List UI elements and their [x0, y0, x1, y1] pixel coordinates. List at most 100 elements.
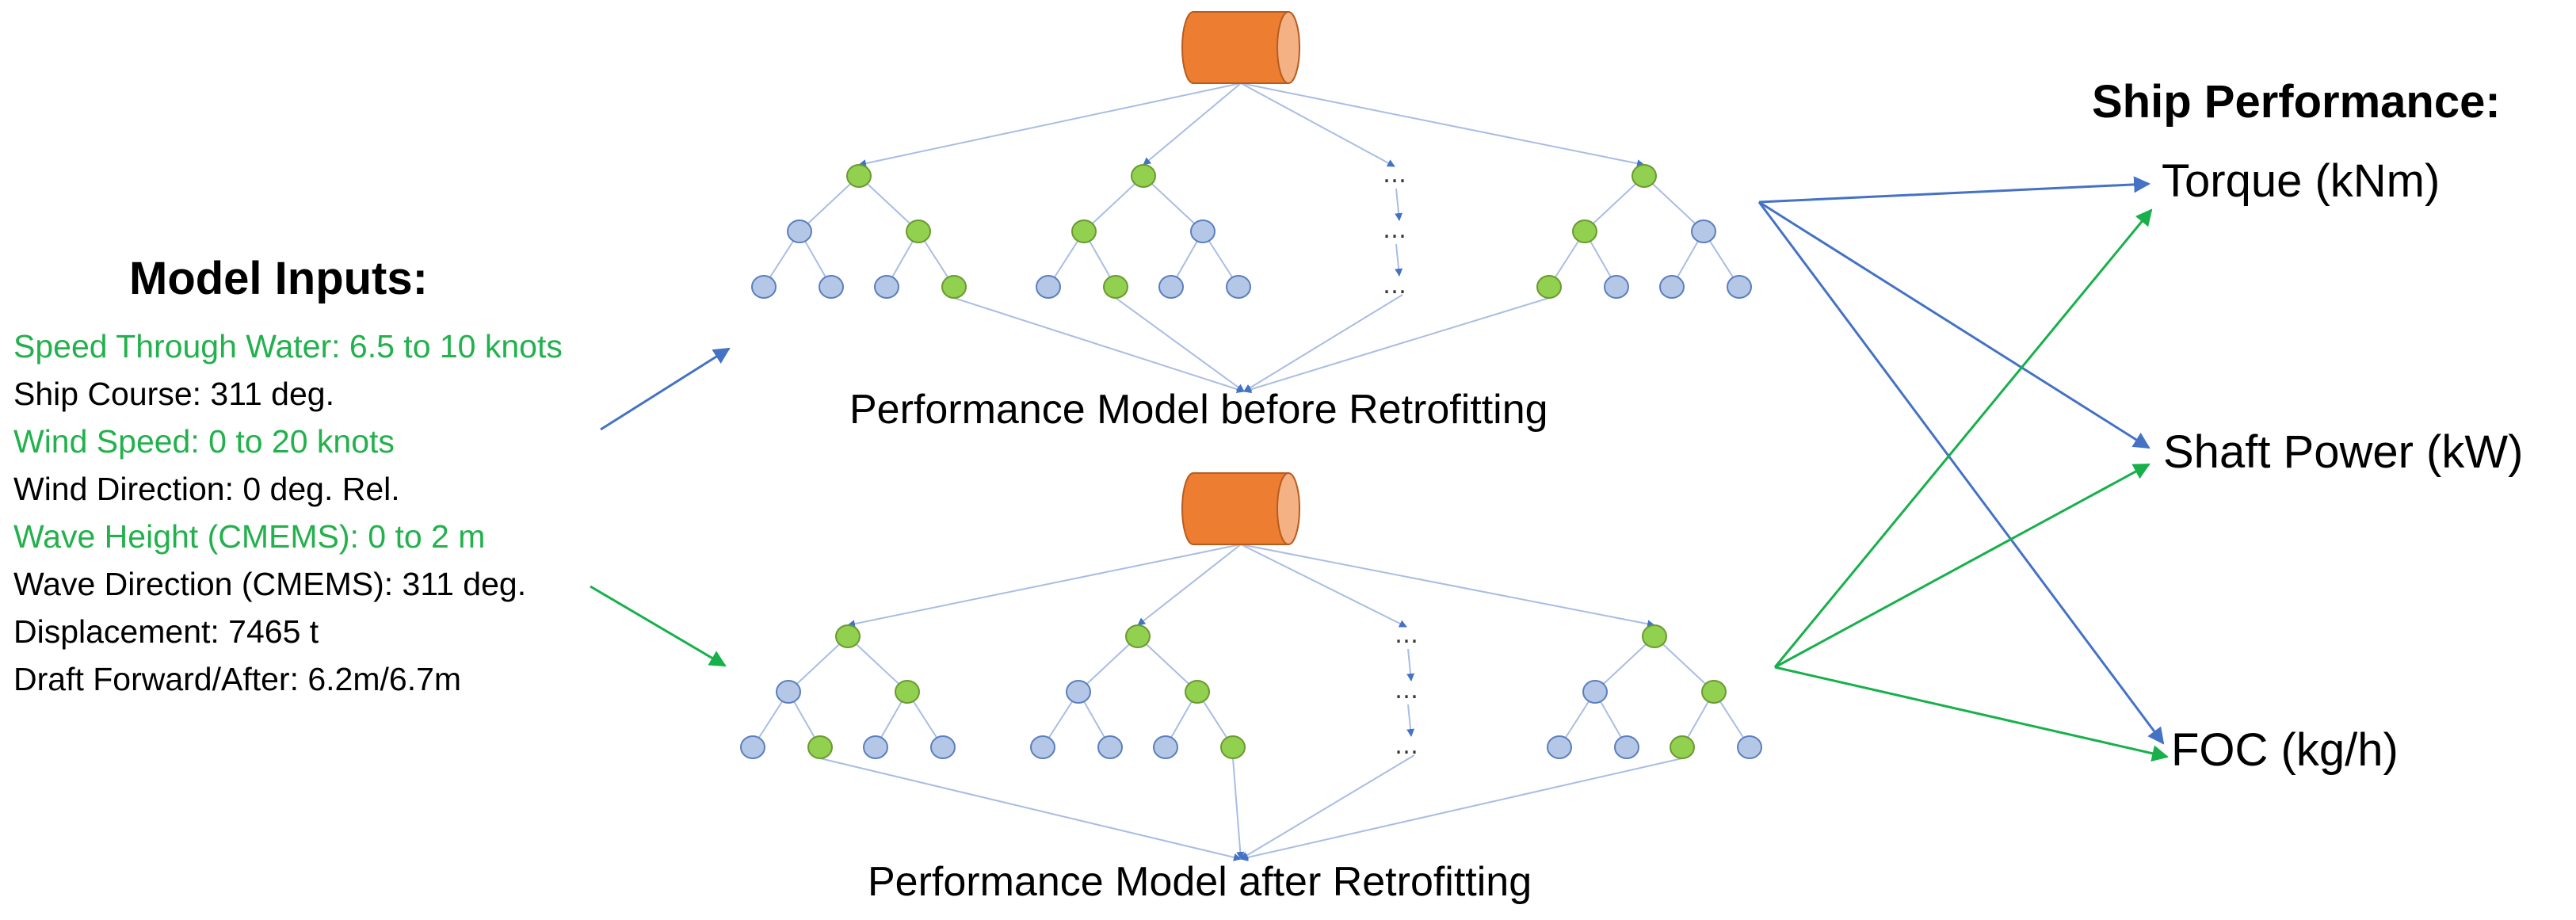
aggregate-edge [1232, 758, 1245, 860]
tree-leaf-node [1737, 735, 1762, 759]
aggregate-edge [1240, 758, 1683, 861]
cylinder-fill [1193, 474, 1287, 544]
tree-leaf-node [1103, 275, 1128, 299]
tree-leaf-node [1030, 735, 1055, 759]
cylinder-cap [1277, 11, 1300, 84]
tree-edge [1137, 636, 1198, 693]
tree-edge [1078, 636, 1139, 693]
input-item: Speed Through Water: 6.5 to 10 knots [13, 328, 563, 365]
data-cylinder [1181, 11, 1300, 84]
ellipsis-mark: … [1383, 161, 1406, 189]
tree-child-node [1572, 220, 1597, 243]
tree-child-node [1066, 680, 1091, 704]
source-edge [1240, 82, 1395, 167]
input-arrow-before [600, 347, 731, 431]
tree-child-node [787, 220, 812, 243]
tree-edge [1143, 175, 1204, 232]
tree-edge [788, 636, 849, 693]
input-item: Wave Height (CMEMS): 0 to 2 m [13, 518, 486, 555]
ellipsis-mark: … [1383, 216, 1406, 244]
tree-child-node [1185, 680, 1210, 704]
input-item: Displacement: 7465 t [13, 613, 319, 650]
tree-leaf-node [1097, 735, 1123, 759]
tree-edge [1643, 175, 1704, 232]
tree-child-node [906, 220, 931, 243]
aggregate-edge [819, 758, 1242, 861]
cylinder-fill [1193, 13, 1287, 82]
ellipsis-mark: … [1395, 621, 1418, 649]
output-arrow-blue [1757, 201, 2165, 745]
tree-leaf-node [819, 275, 844, 299]
output-arrow-green [1774, 666, 2170, 762]
ellipsis-mark: … [1395, 677, 1418, 704]
tree-edge [1083, 175, 1144, 232]
tree-root-node [1131, 164, 1156, 188]
tree-leaf-node [1536, 275, 1562, 299]
output-arrow-green [1773, 208, 2153, 668]
tree-leaf-node [1670, 735, 1695, 759]
data-cylinder [1181, 472, 1300, 545]
source-edge [1240, 544, 1407, 628]
source-edge [1143, 82, 1242, 166]
tree-edge [1654, 636, 1715, 693]
output-shaft-power: Shaft Power (kW) [2163, 426, 2524, 478]
tree-leaf-node [1158, 275, 1184, 299]
tree-child-node [1582, 680, 1608, 704]
tree-edge [1584, 175, 1645, 232]
tree-leaf-node [807, 735, 833, 759]
tree-child-node [895, 680, 920, 704]
source-edge [1240, 82, 1645, 168]
tree-leaf-node [1220, 735, 1246, 759]
aggregate-edge [1115, 297, 1245, 392]
tree-child-node [776, 680, 801, 704]
tree-root-node [1631, 164, 1657, 188]
tree-child-node [1071, 220, 1097, 243]
tree-leaf-node [740, 735, 765, 759]
output-arrow-green [1774, 463, 2150, 669]
ellipsis-mark: … [1383, 272, 1406, 300]
tree-child-node [1190, 220, 1215, 243]
input-item: Ship Course: 311 deg. [13, 376, 334, 412]
tree-edge [799, 175, 860, 232]
source-edge [1240, 544, 1655, 628]
input-item: Wind Direction: 0 deg. Rel. [13, 471, 400, 507]
tree-leaf-node [930, 735, 956, 759]
tree-leaf-node [751, 275, 777, 299]
tree-leaf-node [1226, 275, 1251, 299]
tree-leaf-node [874, 275, 899, 299]
aggregate-edge [1243, 297, 1550, 394]
ellipsis-edge [1395, 188, 1403, 221]
ellipsis-mark: … [1395, 732, 1418, 760]
tree-root-node [1642, 624, 1667, 648]
tree-child-node [1691, 220, 1716, 243]
aggregate-edge [1243, 294, 1403, 392]
output-arrow-blue [1758, 176, 2151, 204]
tree-child-node [1701, 680, 1727, 704]
source-edge [1137, 544, 1242, 626]
tree-root-node [846, 164, 872, 188]
model-after-caption: Performance Model after Retrofitting [868, 859, 1532, 905]
inputs-heading: Model Inputs: [129, 253, 428, 304]
source-edge [858, 82, 1242, 168]
ellipsis-edge [1406, 648, 1415, 681]
output-torque: Torque (kNm) [2162, 155, 2441, 207]
tree-leaf-node [863, 735, 888, 759]
tree-leaf-node [1614, 735, 1639, 759]
input-item: Draft Forward/After: 6.2m/6.7m [13, 661, 462, 697]
cylinder-cap [1277, 472, 1300, 545]
tree-edge [847, 636, 908, 693]
outputs-heading: Ship Performance: [2092, 76, 2501, 128]
tree-leaf-node [1727, 275, 1752, 299]
ellipsis-edge [1406, 704, 1415, 737]
aggregate-edge [953, 297, 1245, 393]
input-item: Wind Speed: 0 to 20 knots [13, 423, 395, 460]
input-arrow-after [590, 585, 727, 667]
tree-edge [858, 175, 919, 232]
source-edge [847, 544, 1242, 628]
tree-leaf-node [1547, 735, 1572, 759]
output-arrow-blue [1758, 200, 2150, 449]
ellipsis-edge [1395, 243, 1403, 277]
output-foc: FOC (kg/h) [2171, 724, 2399, 776]
